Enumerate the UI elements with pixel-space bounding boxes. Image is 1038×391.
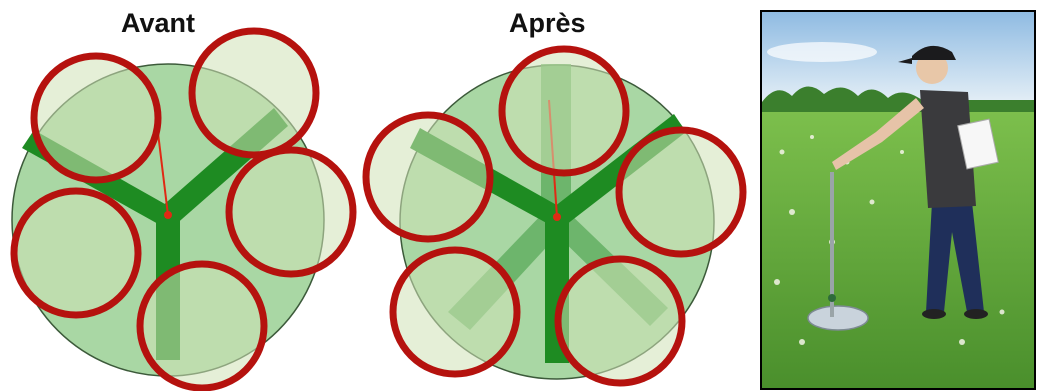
sample-ring-apres-3 xyxy=(619,130,743,254)
diagram-apres xyxy=(366,49,743,383)
needle-pivot-avant xyxy=(164,211,172,219)
sample-ring-avant-4 xyxy=(14,191,138,315)
field-photo xyxy=(760,10,1036,390)
field-photo-icon xyxy=(762,12,1034,388)
sample-ring-apres-2 xyxy=(366,115,490,239)
rod-grip xyxy=(828,294,836,302)
sampling-diagrams xyxy=(0,0,760,391)
cloud xyxy=(767,42,877,62)
sample-ring-avant-1 xyxy=(34,56,158,180)
measuring-disc xyxy=(808,306,868,330)
sample-ring-apres-5 xyxy=(558,259,682,383)
sample-ring-avant-3 xyxy=(229,150,353,274)
sample-ring-apres-1 xyxy=(502,49,626,173)
sample-ring-avant-5 xyxy=(140,264,264,388)
sample-ring-avant-2 xyxy=(192,31,316,155)
needle-pivot-apres xyxy=(553,213,561,221)
sample-ring-apres-4 xyxy=(393,250,517,374)
diagram-avant xyxy=(12,31,353,388)
